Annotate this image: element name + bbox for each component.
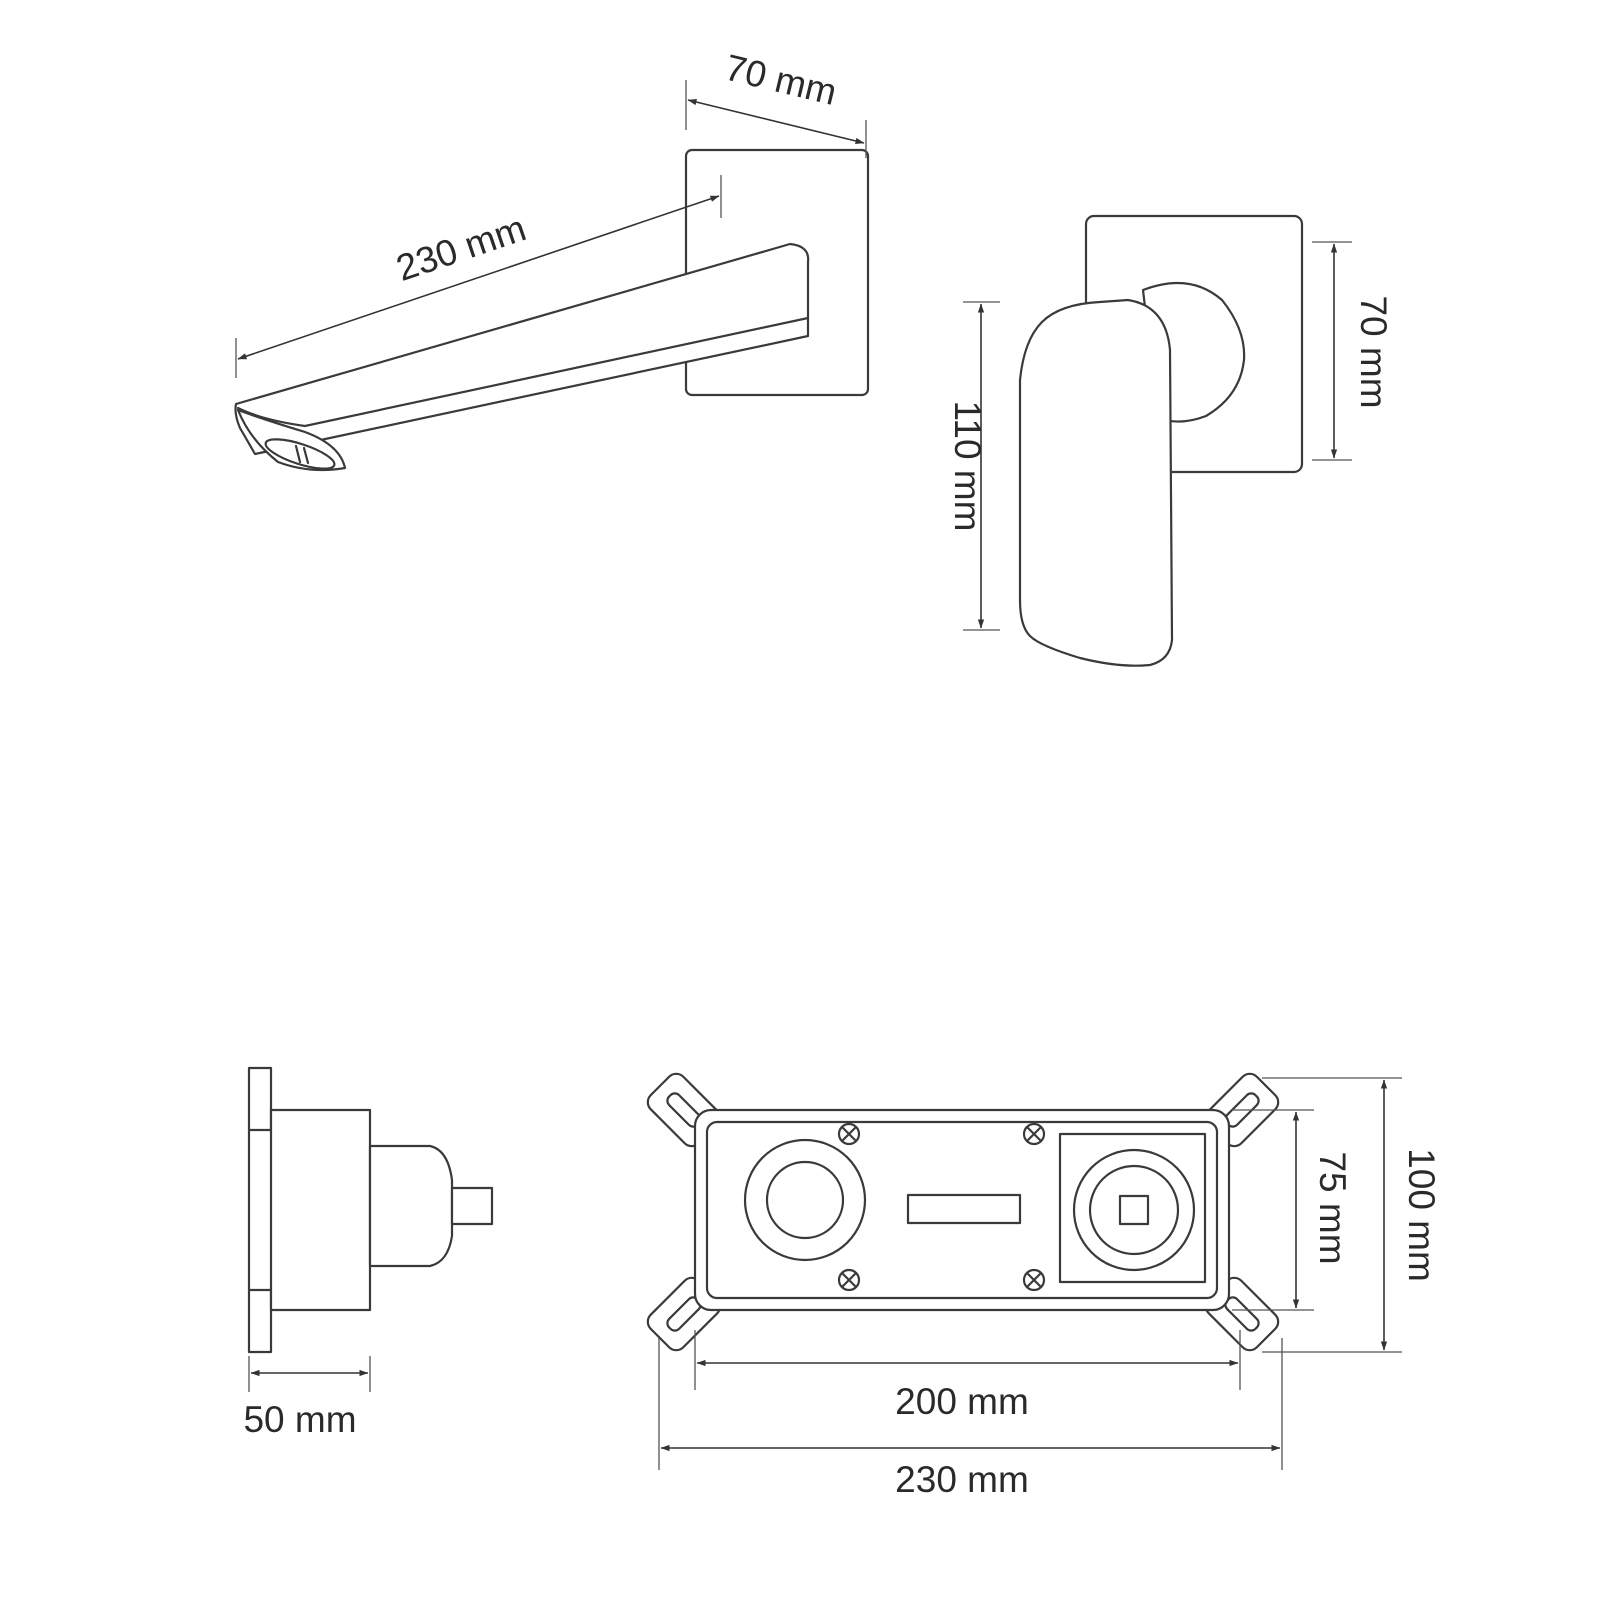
side-flange-bottom <box>247 1288 273 1354</box>
box-outer-width-label: 230 mm <box>895 1459 1029 1500</box>
box-inner-height-label: 75 mm <box>1312 1151 1353 1264</box>
mixer-drawing: 110 mm 70 mm <box>947 214 1394 667</box>
aerator-line <box>294 444 302 464</box>
spout-drawing: 70 mm 230 mm <box>234 47 870 472</box>
screw <box>1022 1268 1046 1292</box>
screw <box>837 1268 861 1292</box>
cartridge-square <box>1118 1194 1150 1226</box>
spout-plate-width-label: 70 mm <box>721 47 841 113</box>
spout-plate-dim-line <box>687 98 865 145</box>
box-side-view: 50 mm <box>243 1066 494 1440</box>
spout-length-dim-line <box>237 195 720 360</box>
mixer-plate-height-label: 70 mm <box>1353 295 1394 408</box>
side-cartridge <box>368 1144 454 1268</box>
spout-aerator <box>264 438 336 470</box>
aerator-line <box>302 446 310 465</box>
side-spindle <box>450 1186 494 1226</box>
screw <box>837 1122 861 1146</box>
side-flange-top <box>247 1066 273 1132</box>
box-inner-width-label: 200 mm <box>895 1381 1029 1422</box>
mixer-lever <box>1018 298 1174 667</box>
box-depth-label: 50 mm <box>243 1399 356 1440</box>
screw <box>1022 1122 1046 1146</box>
side-body <box>269 1108 372 1312</box>
handle-height-label: 110 mm <box>947 401 988 532</box>
spout-edge-line <box>236 316 810 428</box>
box-outer-height-label: 100 mm <box>1401 1148 1442 1282</box>
spout-length-label: 230 mm <box>391 207 531 289</box>
box-slot <box>906 1193 1022 1225</box>
box-front-view: 75 mm 100 mm 200 mm 230 mm <box>646 1072 1442 1500</box>
outlet-port-inner <box>765 1160 845 1240</box>
